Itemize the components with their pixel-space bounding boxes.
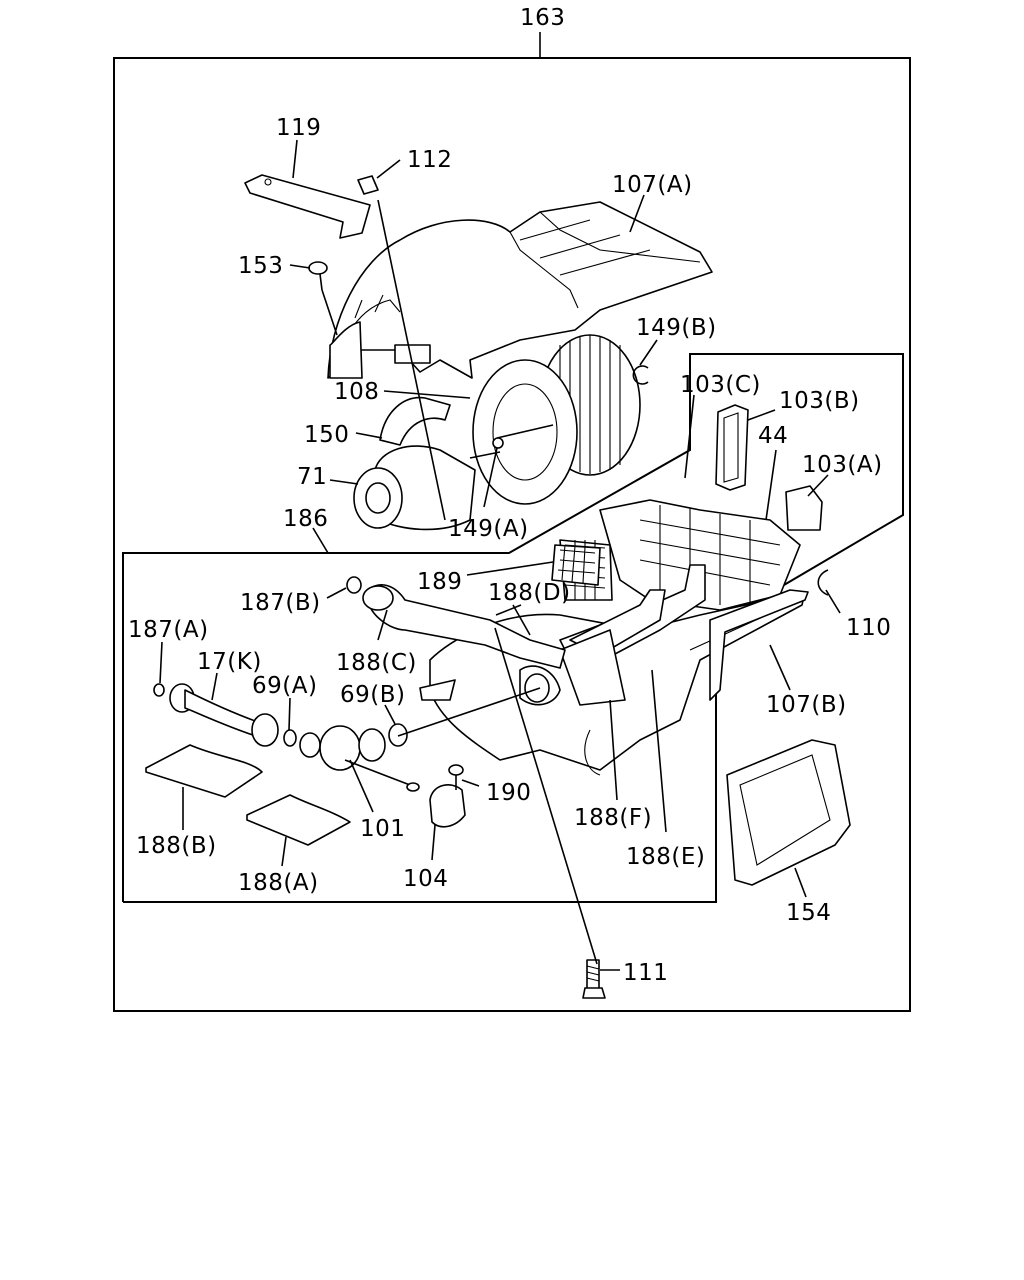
callout-189: 189 [417,569,462,595]
callout-188e: 188(E) [626,844,705,870]
callout-103c: 103(C) [680,372,761,398]
blower-upper-case [327,201,713,379]
callout-112: 112 [407,147,452,173]
callout-44: 44 [758,423,788,449]
screw-190 [448,764,464,790]
gasket-154 [726,739,851,886]
callout-188b: 188(B) [136,833,217,859]
screw-153 [308,261,328,291]
callout-108: 108 [334,379,379,405]
assembly-label: 163 [520,5,565,31]
callout-71: 71 [297,464,327,490]
bolt-111 [582,959,606,999]
callout-153: 153 [238,253,283,279]
assembly-frame [113,57,911,1012]
o-ring-187a [153,683,165,697]
water-valve-101 [299,725,420,792]
callout-150: 150 [304,422,349,448]
callout-154: 154 [786,900,831,926]
cap-104 [429,784,466,828]
callout-103b: 103(B) [779,388,860,414]
hose-188c [367,584,566,669]
blower-motor-71 [353,445,501,531]
callout-188a: 188(A) [238,870,319,896]
callout-labels: 119 112 107(A) 153 149(B) 108 103(C) 103… [128,115,891,986]
callout-190: 190 [486,780,531,806]
callout-186: 186 [283,506,328,532]
seal-103c [715,404,749,491]
case-107b [709,589,809,701]
o-ring-187b [346,576,362,594]
callout-104: 104 [403,866,448,892]
callout-188f: 188(F) [574,805,652,831]
o-ring-69b [388,723,408,747]
callout-149a: 149(A) [448,516,529,542]
blower-fan [472,334,641,505]
callout-103a: 103(A) [802,452,883,478]
callout-188c: 188(C) [336,650,417,676]
callout-187a: 187(A) [128,617,209,643]
callout-69b: 69(B) [340,682,406,708]
ring-150 [379,396,451,446]
pipes-188 [559,564,706,706]
callout-107a: 107(A) [612,172,693,198]
callout-149b: 149(B) [636,315,717,341]
e-ring-149a [492,437,504,449]
callout-17k: 17(K) [197,649,262,675]
leader-lines [159,139,841,971]
callout-107b: 107(B) [766,692,847,718]
e-ring-149b [632,365,649,385]
clip-112 [357,175,379,195]
o-ring-69a [283,729,297,747]
hose-17k [169,683,279,747]
callout-119: 119 [276,115,321,141]
heater-core-subframe [122,353,904,903]
screen-189 [551,544,601,586]
seal-103a [785,485,823,531]
insulator-188b [145,744,263,798]
bracket-119 [244,174,371,239]
callout-101: 101 [360,816,405,842]
callout-110: 110 [846,615,891,641]
callout-111: 111 [623,960,668,986]
callout-187b: 187(B) [240,590,321,616]
clip-110 [817,569,829,596]
callout-188d: 188(D) [488,580,571,606]
callout-69a: 69(A) [252,673,317,699]
insulator-188a [246,794,351,846]
